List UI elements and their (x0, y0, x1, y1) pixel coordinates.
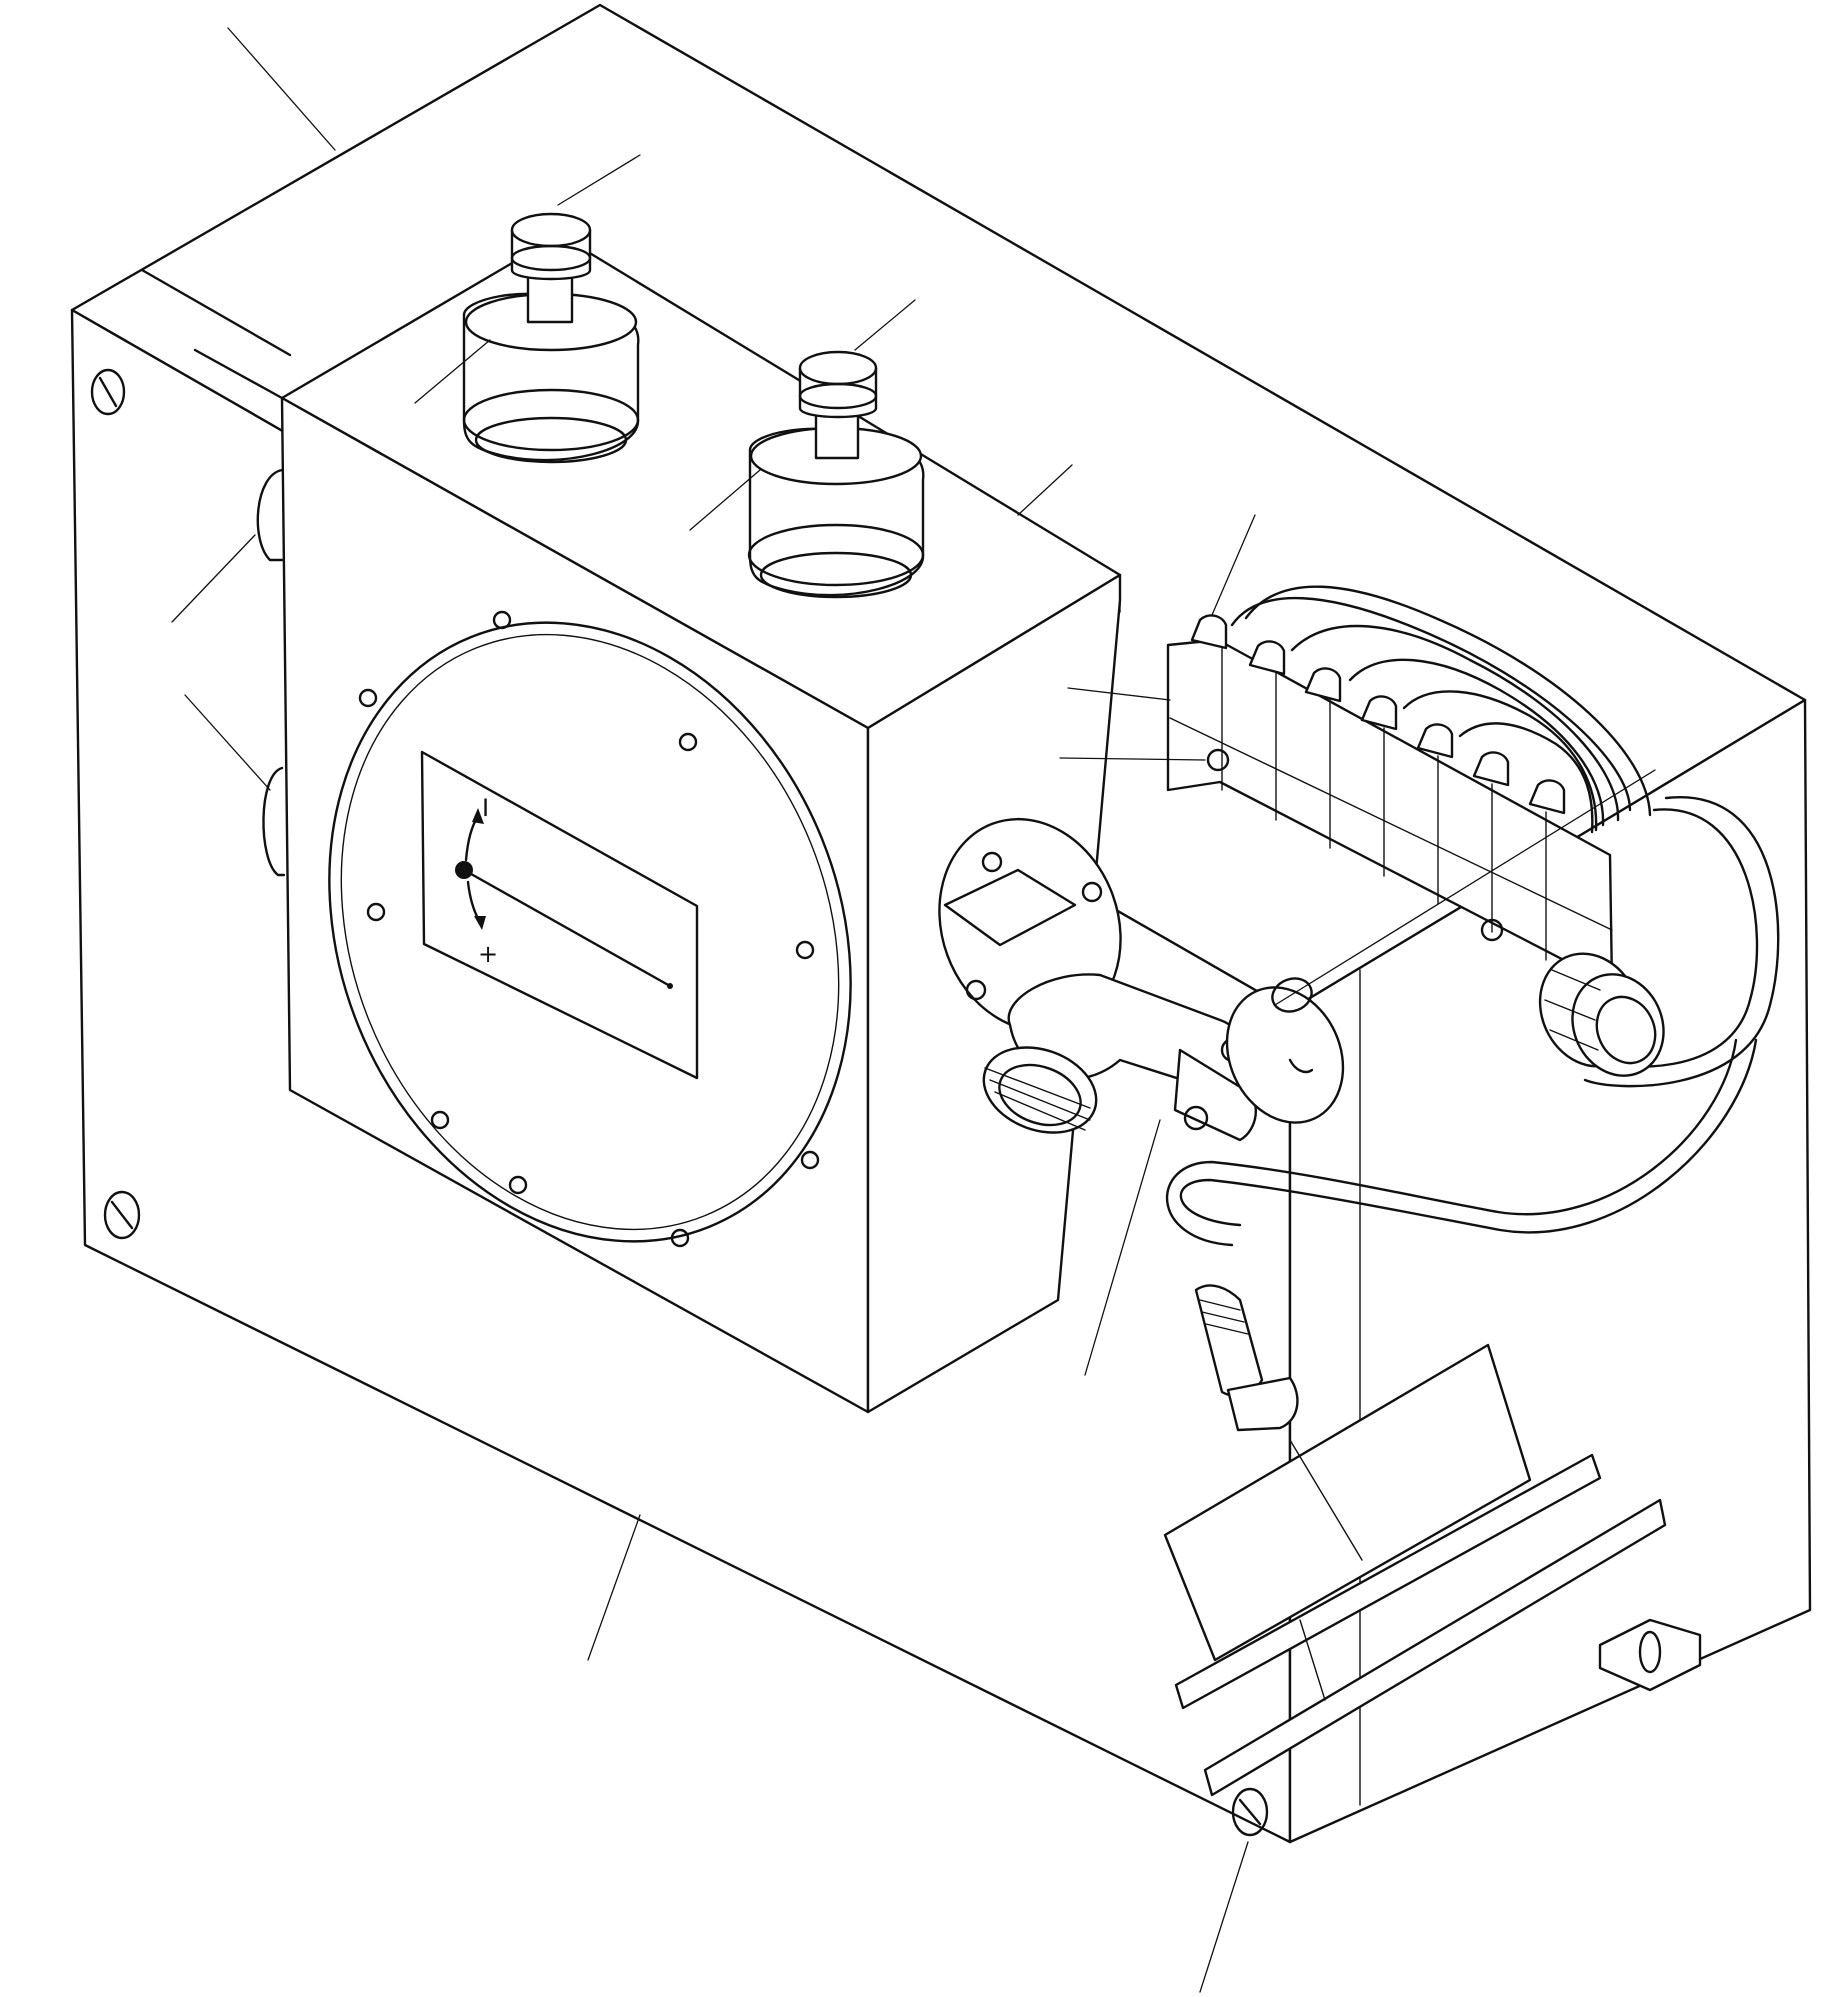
leader-line (184, 694, 271, 791)
wire-bundle (1165, 585, 1780, 1247)
leader-line (1059, 757, 1206, 761)
leader-line (1067, 687, 1171, 701)
leader-line (414, 339, 491, 404)
handle-icon (262, 766, 286, 877)
leader-line (854, 299, 916, 351)
lid-seam-line (140, 268, 292, 357)
leader-line (1274, 769, 1656, 1006)
leader-line (1084, 1119, 1161, 1376)
screw-icon (90, 368, 126, 416)
leader-line (557, 154, 641, 206)
meter-minus-mark: I (482, 794, 489, 822)
cable-gland (1538, 952, 1665, 1077)
screw-icon (103, 1190, 141, 1240)
leader-line (1199, 1841, 1249, 1993)
side-handles (256, 468, 286, 877)
screw-icon (1231, 1787, 1269, 1837)
needle-pivot (455, 861, 473, 879)
meter-plus-mark: + (478, 940, 498, 968)
breather-cap-1 (462, 212, 640, 464)
meter-window: I + (420, 750, 699, 1080)
leader-line (1211, 514, 1256, 616)
leader-line (227, 27, 336, 151)
meter-needle (462, 868, 672, 988)
breather-cap-2 (747, 350, 925, 599)
leader-line (1017, 464, 1073, 516)
terminal-strip (1166, 614, 1614, 987)
sensor-assembly (1163, 1284, 1702, 1797)
connector-plug (982, 973, 1258, 1142)
lid-seam-line-2 (193, 348, 284, 400)
leader-line (171, 534, 256, 623)
gland-hole (1225, 977, 1345, 1124)
instrument-box (280, 233, 1122, 1414)
leader-lines (171, 27, 1656, 1993)
corner-screws (90, 368, 1269, 1837)
leader-line (587, 1514, 641, 1661)
leader-line (689, 469, 761, 531)
handle-icon (256, 468, 284, 562)
